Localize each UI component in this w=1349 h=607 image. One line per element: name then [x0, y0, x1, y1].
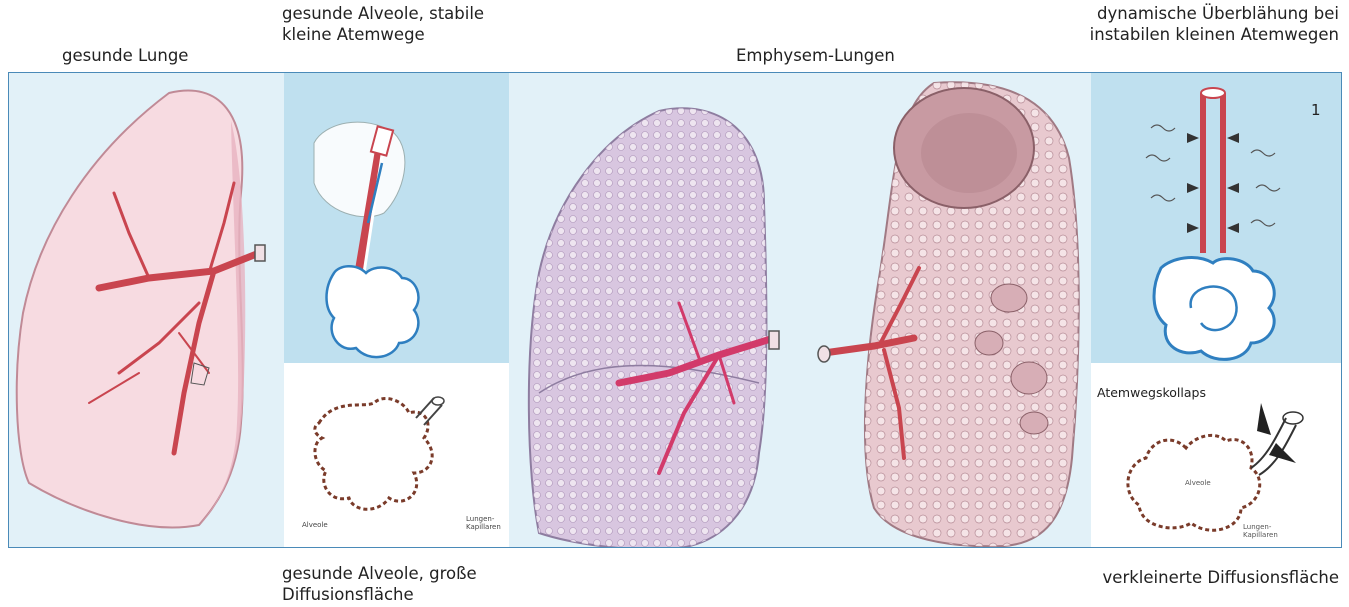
airway-collapse-sketch: Atemwegskollaps Alveole Lungen- Kapillar… — [1091, 363, 1342, 548]
healthy-lung-illustration — [9, 73, 281, 548]
label-healthy-lung: gesunde Lunge — [62, 45, 188, 66]
healthy-alveole-panel — [284, 73, 509, 363]
label-emphysema-lungs: Emphysem-Lungen — [736, 45, 895, 66]
label-healthy-alveole-large-surface: gesunde Alveole, große Diffusionsfläche — [282, 563, 477, 605]
alveole-small-label: Alveole — [302, 521, 328, 529]
airway-collapse-label: Atemwegskollaps — [1097, 385, 1206, 400]
alveole-small-label-right: Alveole — [1185, 479, 1211, 487]
capillaries-small-label: Lungen- Kapillaren — [466, 515, 501, 531]
label-dynamic-hyperinflation: dynamische Überblähung bei instabilen kl… — [1063, 3, 1339, 45]
healthy-alveole-sketch: Alveole Lungen- Kapillaren — [284, 363, 509, 548]
label-healthy-alveole-small-airways: gesunde Alveole, stabile kleine Atemwege — [282, 3, 484, 45]
figure-number: 1 — [1311, 101, 1321, 119]
figure-frame: Alveole Lungen- Kapillaren — [8, 72, 1342, 548]
capillaries-small-label-right: Lungen- Kapillaren — [1243, 523, 1278, 539]
emphysema-right-lung — [804, 78, 1089, 548]
emphysema-left-lung — [519, 93, 784, 548]
label-reduced-surface: verkleinerte Diffusionsfläche — [1052, 567, 1339, 588]
hyperinflation-panel: 1 — [1091, 73, 1342, 363]
